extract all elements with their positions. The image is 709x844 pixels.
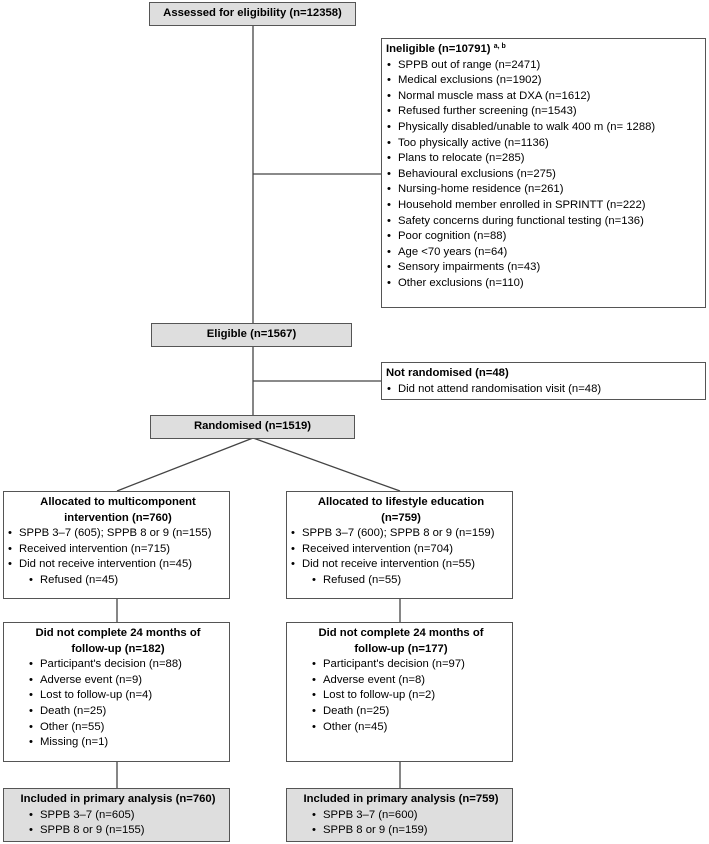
followup-left-box: Did not complete 24 months of follow-up … xyxy=(3,622,230,762)
ineligible-title-text: Ineligible (n=10791) xyxy=(386,43,491,55)
ineligible-item: Nursing-home residence (n=261) xyxy=(386,182,705,198)
not-randomised-item: Did not attend randomisation visit (n=48… xyxy=(386,382,705,398)
ineligible-item: Age <70 years (n=64) xyxy=(386,245,705,261)
ineligible-item: Safety concerns during functional testin… xyxy=(386,214,705,230)
analysis-right-box: Included in primary analysis (n=759) SPP… xyxy=(286,788,513,842)
allocated-lifestyle-box: Allocated to lifestyle education (n=759)… xyxy=(286,491,513,599)
followup-title-line: follow-up (n=177) xyxy=(354,642,448,655)
ineligible-item: Plans to relocate (n=285) xyxy=(386,151,705,167)
allocated-item: Did not receive intervention (n=55) xyxy=(290,557,512,573)
ineligible-item: Poor cognition (n=88) xyxy=(386,229,705,245)
followup-item: Participant's decision (n=88) xyxy=(28,657,229,673)
ineligible-item: Physically disabled/unable to walk 400 m… xyxy=(386,120,705,136)
ineligible-box: Ineligible (n=10791) a, b SPPB out of ra… xyxy=(381,38,706,308)
analysis-left-box: Included in primary analysis (n=760) SPP… xyxy=(3,788,230,842)
ineligible-item: Refused further screening (n=1543) xyxy=(386,104,705,120)
allocated-title-line: (n=759) xyxy=(381,511,421,524)
analysis-right-list: SPPB 3–7 (n=600) SPPB 8 or 9 (n=159) xyxy=(290,808,512,839)
ineligible-item: Too physically active (n=1136) xyxy=(386,136,705,152)
ineligible-item: SPPB out of range (n=2471) xyxy=(386,58,705,74)
assessed-label: Assessed for eligibility (n=12358) xyxy=(163,7,342,19)
followup-right-list: Participant's decision (n=97) Adverse ev… xyxy=(290,657,512,735)
eligible-label: Eligible (n=1567) xyxy=(206,328,297,340)
followup-item: Death (n=25) xyxy=(311,704,512,720)
followup-title-line: Did not complete 24 months of xyxy=(318,627,484,639)
assessed-box: Assessed for eligibility (n=12358) xyxy=(149,2,356,26)
allocated-item: Received intervention (n=704) xyxy=(290,542,512,558)
analysis-item: SPPB 3–7 (n=600) xyxy=(311,808,512,824)
followup-item: Adverse event (n=9) xyxy=(28,673,229,689)
allocated-title-line: intervention (n=760) xyxy=(64,511,172,524)
allocated-lifestyle-title: Allocated to lifestyle education (n=759) xyxy=(290,495,512,526)
followup-item: Missing (n=1) xyxy=(28,735,229,751)
ineligible-item: Behavioural exclusions (n=275) xyxy=(386,167,705,183)
followup-item: Lost to follow-up (n=2) xyxy=(311,688,512,704)
ineligible-title: Ineligible (n=10791) a, b xyxy=(386,42,705,58)
allocated-sub-item: Refused (n=55) xyxy=(311,573,512,589)
ineligible-item: Normal muscle mass at DXA (n=1612) xyxy=(386,89,705,105)
followup-item: Adverse event (n=8) xyxy=(311,673,512,689)
followup-title-line: follow-up (n=182) xyxy=(71,642,165,655)
not-randomised-list: Did not attend randomisation visit (n=48… xyxy=(386,382,705,398)
followup-title-line: Did not complete 24 months of xyxy=(35,627,201,639)
analysis-item: SPPB 8 or 9 (n=155) xyxy=(28,823,229,839)
not-randomised-box: Not randomised (n=48) Did not attend ran… xyxy=(381,362,706,400)
ineligible-list: SPPB out of range (n=2471) Medical exclu… xyxy=(386,58,705,292)
ineligible-item: Sensory impairments (n=43) xyxy=(386,260,705,276)
ineligible-item: Medical exclusions (n=1902) xyxy=(386,73,705,89)
analysis-left-list: SPPB 3–7 (n=605) SPPB 8 or 9 (n=155) xyxy=(7,808,229,839)
followup-item: Participant's decision (n=97) xyxy=(311,657,512,673)
allocated-multicomponent-title: Allocated to multicomponent intervention… xyxy=(7,495,229,526)
analysis-item: SPPB 3–7 (n=605) xyxy=(28,808,229,824)
allocated-item: Did not receive intervention (n=45) xyxy=(7,557,229,573)
allocated-sub-item: Refused (n=45) xyxy=(28,573,229,589)
allocated-item: SPPB 3–7 (600); SPPB 8 or 9 (n=159) xyxy=(290,526,512,542)
ineligible-item: Other exclusions (n=110) xyxy=(386,276,705,292)
followup-left-list: Participant's decision (n=88) Adverse ev… xyxy=(7,657,229,751)
analysis-left-title: Included in primary analysis (n=760) xyxy=(20,793,216,805)
followup-right-title: Did not complete 24 months of follow-up … xyxy=(290,626,512,657)
allocated-lifestyle-list: SPPB 3–7 (600); SPPB 8 or 9 (n=159) Rece… xyxy=(290,526,512,588)
followup-item: Other (n=45) xyxy=(311,720,512,736)
ineligible-footnote: a, b xyxy=(493,43,506,50)
ineligible-item: Household member enrolled in SPRINTT (n=… xyxy=(386,198,705,214)
followup-right-box: Did not complete 24 months of follow-up … xyxy=(286,622,513,762)
allocated-title-line: Allocated to multicomponent xyxy=(40,496,196,508)
analysis-right-title: Included in primary analysis (n=759) xyxy=(303,793,499,805)
allocated-multicomponent-box: Allocated to multicomponent intervention… xyxy=(3,491,230,599)
analysis-item: SPPB 8 or 9 (n=159) xyxy=(311,823,512,839)
followup-item: Other (n=55) xyxy=(28,720,229,736)
allocated-multicomponent-list: SPPB 3–7 (605); SPPB 8 or 9 (n=155) Rece… xyxy=(7,526,229,588)
allocated-title-line: Allocated to lifestyle education xyxy=(317,496,485,508)
followup-left-title: Did not complete 24 months of follow-up … xyxy=(7,626,229,657)
randomised-box: Randomised (n=1519) xyxy=(150,415,355,439)
allocated-item: Received intervention (n=715) xyxy=(7,542,229,558)
not-randomised-title: Not randomised (n=48) xyxy=(386,367,509,379)
followup-item: Death (n=25) xyxy=(28,704,229,720)
eligible-box: Eligible (n=1567) xyxy=(151,323,352,347)
randomised-label: Randomised (n=1519) xyxy=(193,420,312,432)
allocated-item: SPPB 3–7 (605); SPPB 8 or 9 (n=155) xyxy=(7,526,229,542)
followup-item: Lost to follow-up (n=4) xyxy=(28,688,229,704)
